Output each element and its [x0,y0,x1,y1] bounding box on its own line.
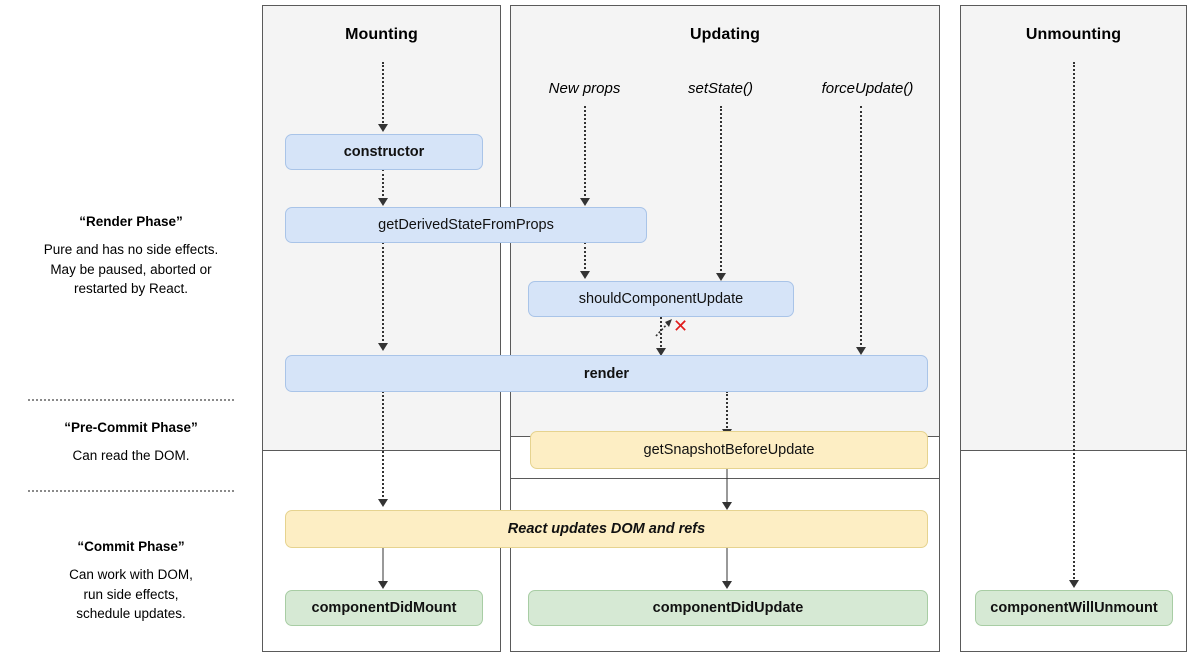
mounting-commit-divider [262,450,501,451]
lifecycle-box-get-snapshot-before-update[interactable]: getSnapshotBeforeUpdate [530,431,928,469]
phase-body-commit: Can work with DOM, run side effects, sch… [69,567,193,622]
lifecycle-box-render[interactable]: render [285,355,928,392]
arrow-should-component-update-to-render [652,314,670,358]
arrow-constructor-to-get-derived-state [374,169,392,209]
column-title-updating: Updating [689,26,761,43]
phase-separator-bottom [28,490,234,492]
lifecycle-box-react-updates-dom-and-refs[interactable]: React updates DOM and refs [285,510,928,548]
arrow-get-derived-state-to-render-mounting [374,242,392,354]
trigger-set-state: setState() [687,80,754,97]
phase-label-render: “Render Phase” Pure and has no side effe… [0,214,262,299]
arrow-mounting-start-to-constructor [374,62,392,134]
arrow-get-snapshot-to-react-updates-dom [718,468,736,512]
lifecycle-box-constructor[interactable]: constructor [285,134,483,170]
column-frame-unmounting [960,5,1187,652]
column-title-mounting: Mounting [345,26,418,43]
lifecycle-box-should-component-update[interactable]: shouldComponentUpdate [528,281,794,317]
phase-title-pre-commit: “Pre-Commit Phase” [64,420,198,435]
arrow-update-skipped [655,319,672,337]
arrow-react-updates-dom-to-component-did-update [718,547,736,591]
trigger-force-update: forceUpdate() [821,80,914,97]
column-frame-updating [510,5,940,652]
column-frame-mounting [262,5,501,652]
lifecycle-box-component-did-mount[interactable]: componentDidMount [285,590,483,626]
arrow-get-derived-state-to-should-component-update [576,242,594,282]
phase-body-render: Pure and has no side effects. May be pau… [43,242,219,297]
lifecycle-box-component-did-update[interactable]: componentDidUpdate [528,590,928,626]
phase-separator-top [28,399,234,401]
phase-title-commit: “Commit Phase” [77,539,185,554]
arrow-unmounting-start-to-component-will-unmount [1065,62,1083,590]
trigger-new-props: New props [548,80,621,97]
phase-label-commit: “Commit Phase” Can work with DOM, run si… [0,539,262,624]
phase-body-pre-commit: Can read the DOM. [72,448,190,463]
column-title-unmounting: Unmounting [1025,26,1122,43]
lifecycle-box-get-derived-state-from-props[interactable]: getDerivedStateFromProps [285,207,647,243]
arrow-set-state-to-should-component-update [712,106,730,284]
lifecycle-box-component-will-unmount[interactable]: componentWillUnmount [975,590,1173,626]
arrow-react-updates-dom-to-component-did-mount [374,547,392,591]
phase-label-pre-commit: “Pre-Commit Phase” Can read the DOM. [0,420,262,466]
phase-title-render: “Render Phase” [79,214,183,229]
arrow-new-props-to-get-derived-state [576,106,594,209]
skip-update-x-icon: ✕ [673,316,689,337]
arrow-render-to-react-updates-dom-mounting [374,391,392,510]
arrow-force-update-to-render [852,106,870,358]
updating-commit-divider [510,478,940,479]
